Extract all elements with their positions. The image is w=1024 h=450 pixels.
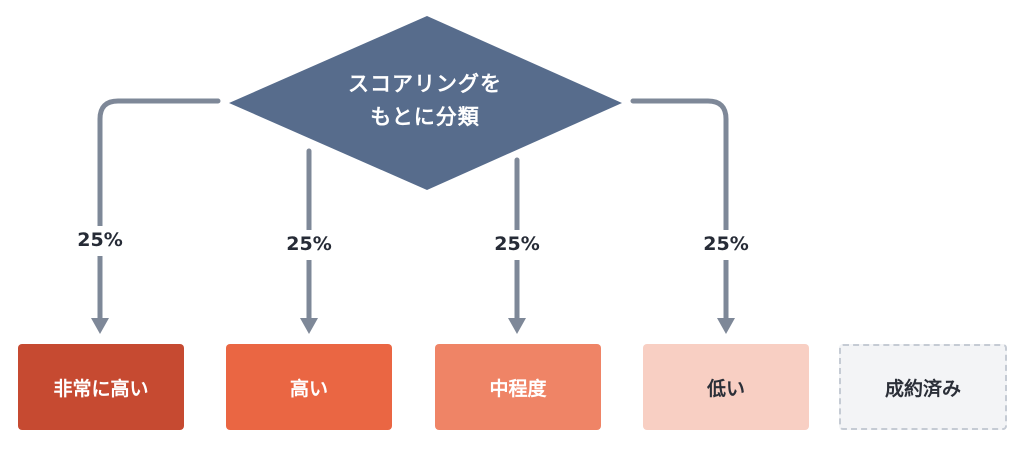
arrowhead-high (300, 318, 318, 334)
decision-label-line1: スコアリングを (348, 72, 502, 96)
category-label-medium: 中程度 (489, 377, 547, 400)
connector-low (630, 98, 729, 323)
category-label-very-high: 非常に高い (53, 377, 149, 400)
decision-diamond (229, 16, 622, 190)
category-box-very-high: 非常に高い (18, 344, 184, 430)
arrowhead-low (717, 318, 735, 334)
percent-label-low: 25% (703, 233, 749, 255)
category-box-low: 低い (643, 344, 809, 430)
category-box-high: 高い (226, 344, 392, 430)
arrowhead-medium (508, 318, 526, 334)
percent-label-medium: 25% (494, 233, 540, 255)
pct-bg-medium (487, 230, 547, 260)
pct-bg-very-high (70, 226, 130, 256)
category-box-medium: 中程度 (435, 344, 601, 430)
percent-label-very-high: 25% (77, 229, 123, 251)
decision-label-line2: もとに分類 (370, 105, 480, 129)
arrowhead-very-high (91, 318, 109, 334)
decision-label: スコアリングを もとに分類 (300, 68, 550, 134)
category-box-closed: 成約済み (839, 344, 1007, 430)
category-label-closed: 成約済み (884, 377, 961, 400)
pct-bg-high (279, 230, 339, 260)
connector-very-high (97, 98, 221, 323)
category-label-low: 低い (706, 377, 745, 400)
pct-bg-low (696, 230, 756, 260)
percent-label-high: 25% (286, 233, 332, 255)
category-label-high: 高い (289, 377, 328, 400)
